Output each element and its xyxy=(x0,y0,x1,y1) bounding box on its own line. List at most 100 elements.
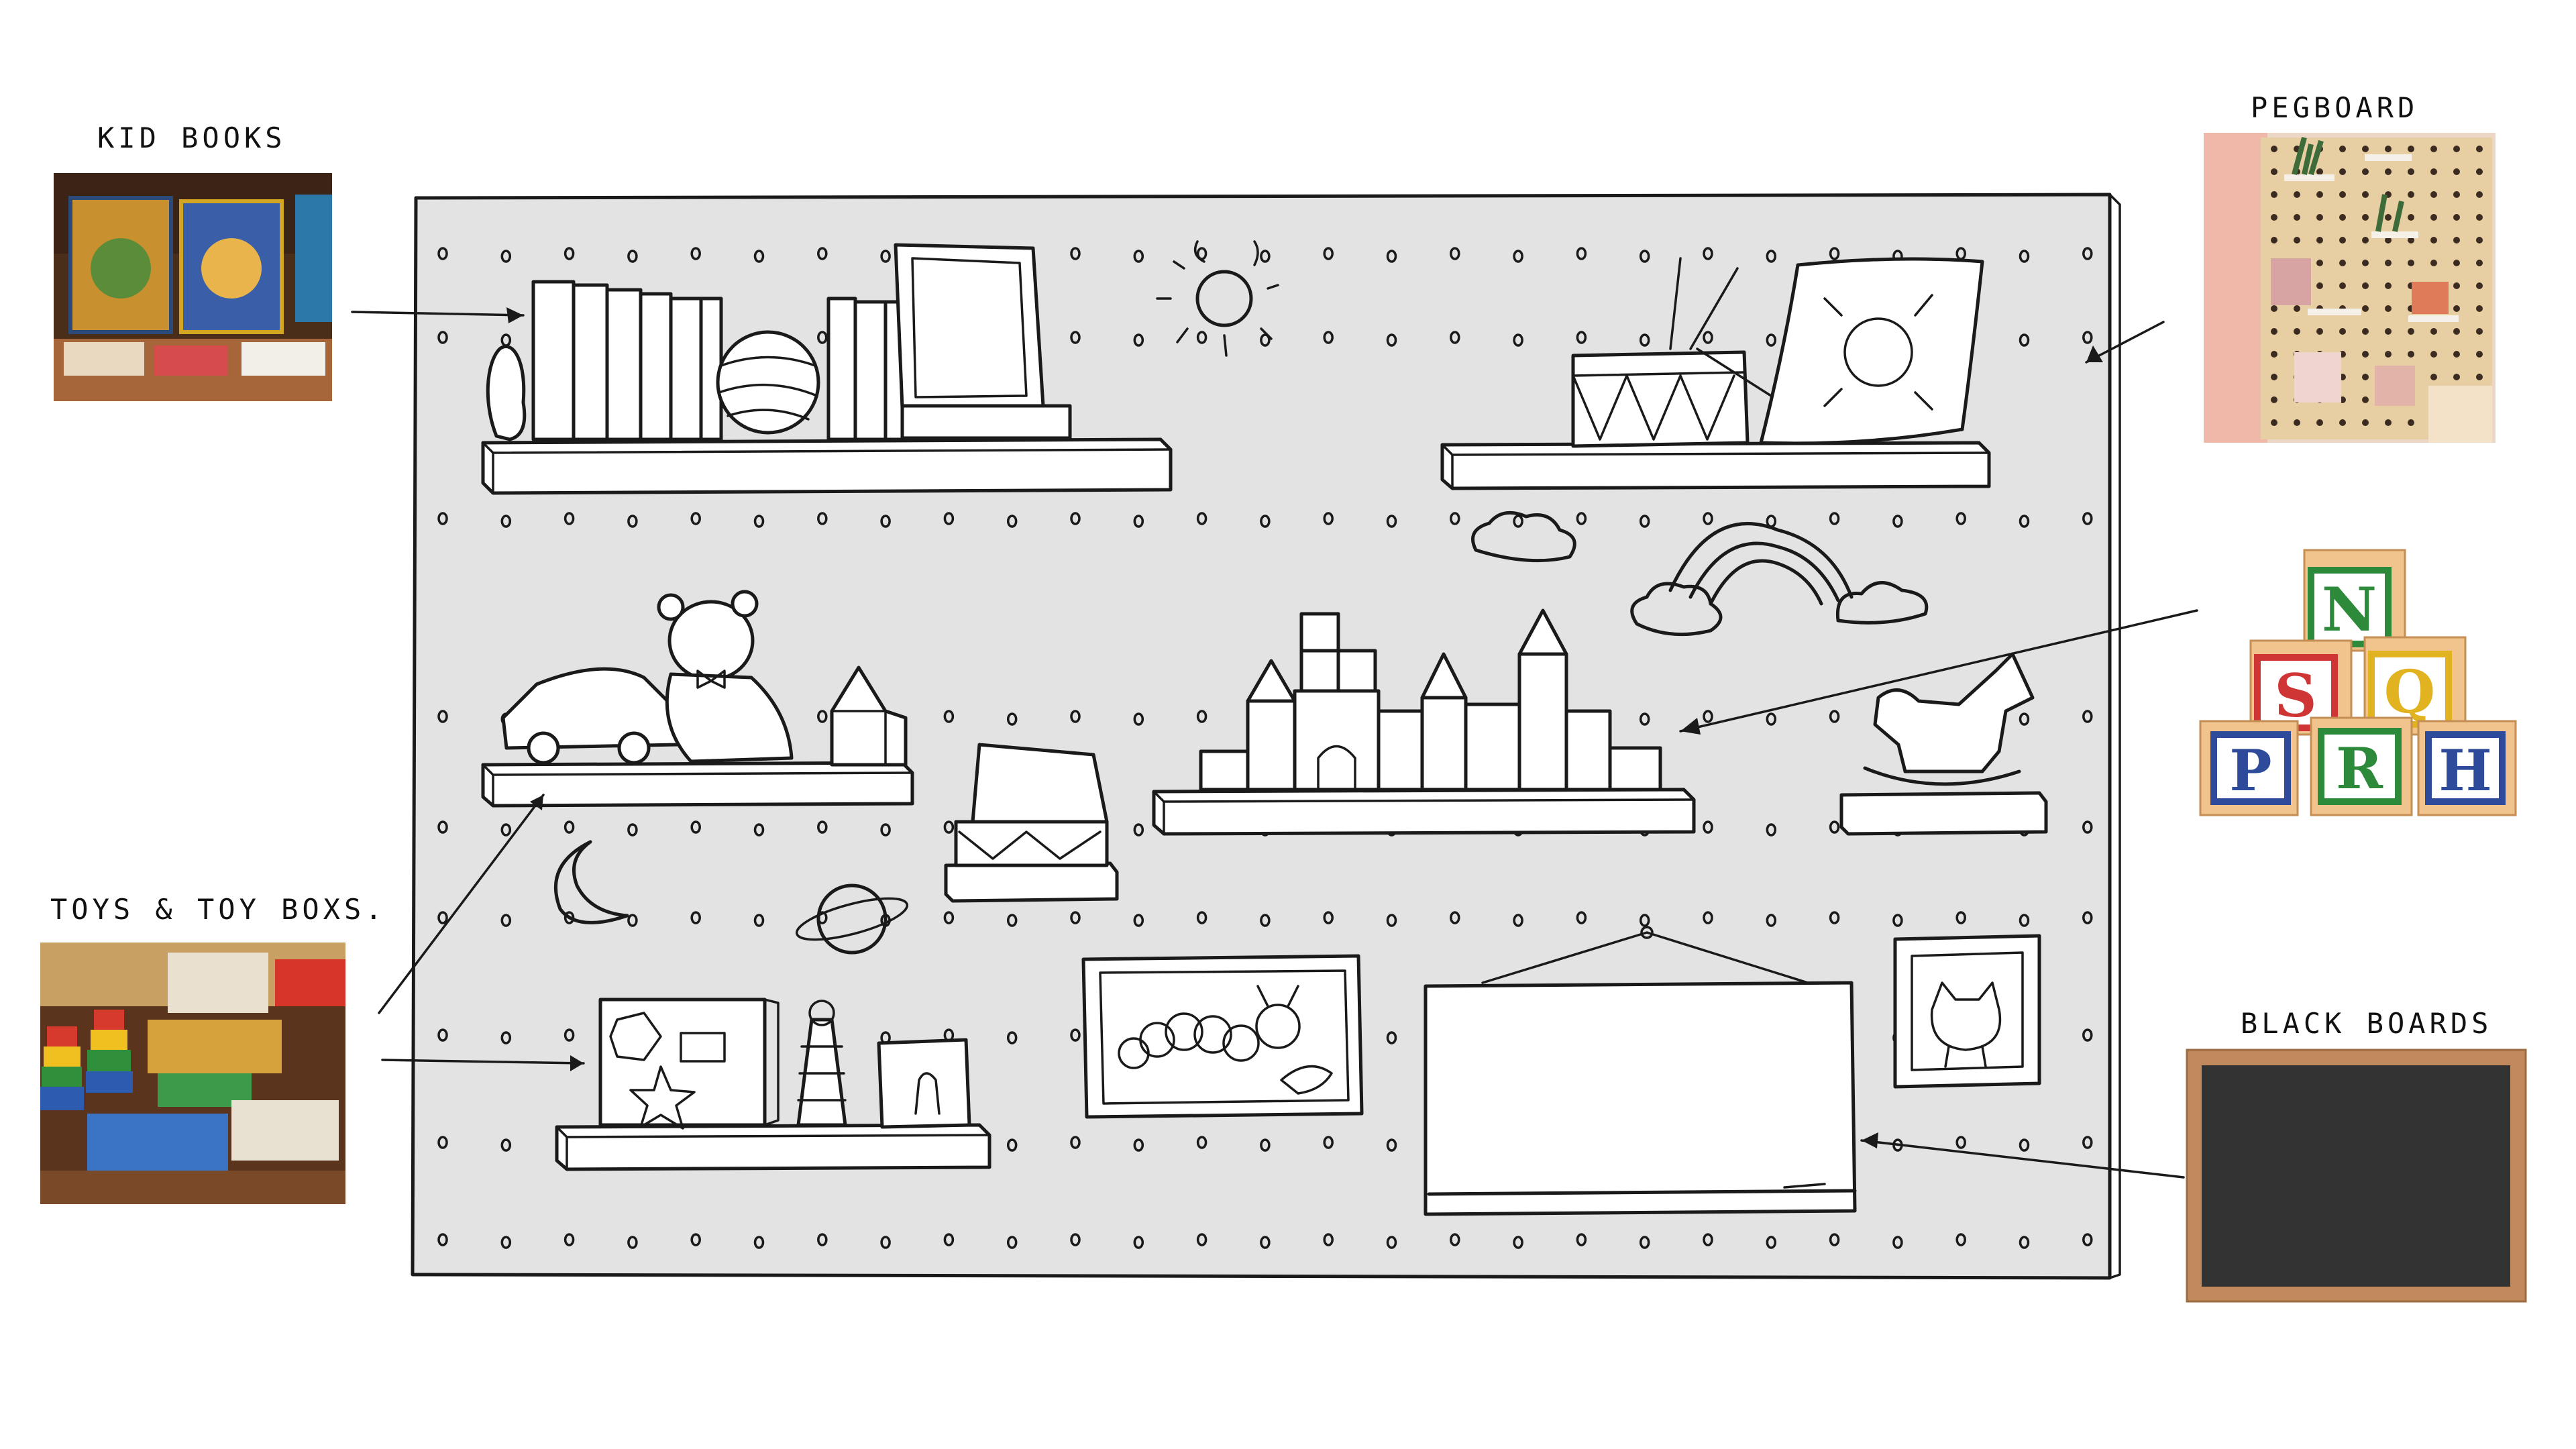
photo-peg-hole xyxy=(2385,305,2392,312)
peg-hole xyxy=(1829,820,1840,834)
kid-books-photo xyxy=(54,173,332,401)
photo-peg-hole xyxy=(2476,191,2483,198)
photo-peg-hole xyxy=(2430,351,2437,358)
photo-peg-hole xyxy=(2362,168,2369,175)
peg-hole xyxy=(564,1233,575,1246)
photo-peg-hole xyxy=(2271,351,2277,358)
photo-peg-hole xyxy=(2408,146,2414,152)
caterpillar-frame xyxy=(1081,954,1364,1119)
photo-peg-hole xyxy=(2271,146,2277,152)
photo-peg-hole xyxy=(2476,168,2483,175)
peg-hole xyxy=(1260,914,1271,927)
planet-icon xyxy=(816,883,888,955)
peg-hole xyxy=(1260,1138,1271,1152)
svg-text:R: R xyxy=(2336,735,2383,802)
drum-toy xyxy=(1571,350,1750,448)
star-icon xyxy=(629,1065,696,1130)
peg-hole xyxy=(1513,914,1523,927)
peg-hole xyxy=(437,512,448,525)
peg-hole xyxy=(2082,820,2093,834)
peg-hole xyxy=(2082,911,2093,924)
photo-peg-hole xyxy=(2316,282,2323,289)
peg-hole xyxy=(1703,820,1713,834)
svg-text:Q: Q xyxy=(2384,657,2436,727)
stacker-rings xyxy=(797,1045,847,1102)
marker xyxy=(1783,1183,1826,1189)
photo-peg-hole xyxy=(2430,168,2437,175)
bear-ear xyxy=(657,593,685,621)
sun-rays xyxy=(1156,240,1279,357)
peg-hole xyxy=(943,820,955,834)
peg-hole xyxy=(1070,247,1081,260)
peg-hole xyxy=(690,820,701,834)
peg-hole xyxy=(943,911,955,924)
photo-peg-hole xyxy=(2430,146,2437,152)
photo-peg-hole xyxy=(2316,419,2323,426)
toy-box-lid xyxy=(971,743,1109,824)
peg-hole xyxy=(627,914,638,927)
peg-hole xyxy=(1829,512,1840,525)
arrow-head xyxy=(506,307,523,323)
peg-hole xyxy=(1070,1028,1081,1042)
rectangle-icon xyxy=(680,1032,726,1063)
peg-hole xyxy=(1576,911,1587,924)
peg-hole xyxy=(1196,1136,1208,1149)
castle-door xyxy=(1317,745,1356,791)
box-side xyxy=(763,998,780,1126)
arrow-head xyxy=(1680,718,1701,735)
block xyxy=(1564,709,1612,792)
photo-peg-hole xyxy=(2385,237,2392,244)
block-H: H xyxy=(2417,720,2517,816)
cloud-icon xyxy=(1630,582,1723,637)
shelf-edge xyxy=(482,441,1172,494)
moon-icon xyxy=(553,840,629,924)
photo-peg-hole xyxy=(2453,328,2460,335)
label-kid-books: KID BOOKS xyxy=(97,121,286,154)
peg-hole xyxy=(500,515,512,528)
peg-hole xyxy=(817,512,828,525)
bear-shelf xyxy=(481,590,914,808)
photo-peg-hole xyxy=(2453,237,2460,244)
peg-hole xyxy=(437,247,448,260)
small-picture-frame xyxy=(877,1038,971,1129)
tower-roof xyxy=(1517,608,1568,656)
peg-hole xyxy=(1260,333,1271,347)
photo-peg-hole xyxy=(2339,146,2346,152)
peg-hole xyxy=(1196,1233,1208,1246)
castle-keep xyxy=(1293,689,1381,792)
stacker-top xyxy=(808,1000,835,1026)
arrow-kid-books xyxy=(351,311,525,317)
shelf-board xyxy=(555,1123,991,1171)
peg-hole xyxy=(1955,512,1966,525)
photo-peg-hole xyxy=(2271,191,2277,198)
rocker xyxy=(1863,766,2021,786)
caterpillar-icon xyxy=(1118,985,1301,1069)
peg-hole xyxy=(1703,512,1713,525)
peg-hole xyxy=(817,331,828,344)
photo-peg-hole xyxy=(2453,146,2460,152)
pegboard-edge xyxy=(2108,193,2121,1279)
peg-hole xyxy=(1006,515,1018,528)
pillow-sun-icon xyxy=(1843,317,1913,387)
peg-hole xyxy=(500,250,512,263)
book xyxy=(531,280,576,441)
arrow-head xyxy=(530,795,543,810)
chalkboard-surface xyxy=(2202,1065,2510,1287)
photo-peg-hole xyxy=(2294,191,2300,198)
block-Q: Q xyxy=(2363,636,2467,736)
peg-hole xyxy=(1576,331,1587,344)
block xyxy=(1299,612,1340,653)
photo-peg-hole xyxy=(2408,191,2414,198)
photo-peg-hole xyxy=(2339,237,2346,244)
arrow-head xyxy=(570,1055,584,1071)
peg-hole xyxy=(1703,1233,1713,1246)
peg-hole xyxy=(1766,914,1777,927)
whiteboard xyxy=(1424,926,1857,1216)
penguin-toy xyxy=(486,345,527,441)
peg-hole xyxy=(1006,712,1018,726)
photo-peg-hole xyxy=(2385,351,2392,358)
peg-hole xyxy=(817,710,828,723)
teddy-bear-body xyxy=(665,672,794,763)
picture-frame xyxy=(1893,934,2041,1089)
